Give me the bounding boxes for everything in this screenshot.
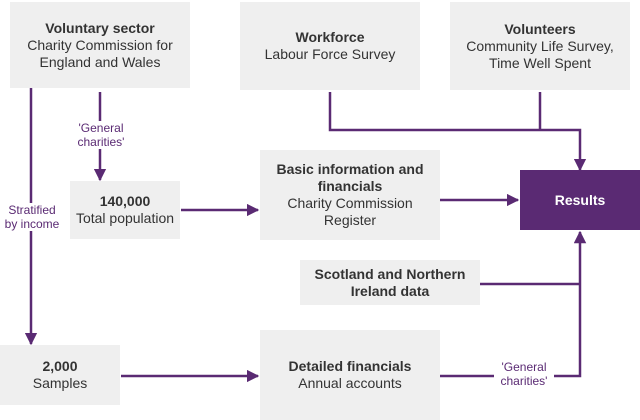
node-title: Volunteers	[504, 20, 576, 37]
node-title: Basic information and	[276, 161, 424, 177]
edge-label-line: by income	[4, 217, 60, 231]
node-title: Scotland and Northern	[314, 265, 466, 282]
node-text: Labour Force Survey	[264, 46, 396, 62]
node-title: 140,000	[99, 193, 151, 209]
node-text: Register	[323, 212, 377, 228]
node-scotland-northern-ireland: Scotland and Northern Ireland data	[300, 260, 480, 305]
node-workforce: Workforce Labour Force Survey	[240, 2, 420, 90]
node-title: Workforce	[295, 29, 365, 45]
edge-label-line: 'General	[78, 121, 124, 135]
edge-label-line: charities'	[77, 135, 125, 149]
node-title: Ireland data	[350, 282, 430, 299]
node-basic-information: Basic information and financials Charity…	[260, 150, 440, 240]
edge-label-general-charities-bottom: 'General charities'	[494, 360, 554, 388]
node-title: financials	[317, 178, 383, 194]
node-detailed-financials: Detailed financials Annual accounts	[260, 330, 440, 420]
node-text: Charity Commission	[287, 195, 413, 211]
node-text: Annual accounts	[298, 375, 402, 391]
node-text: Samples	[32, 375, 88, 391]
edge-label-stratified-by-income: Stratified by income	[2, 203, 62, 231]
node-text: England and Wales	[39, 53, 161, 70]
node-text: Time Well Spent	[489, 54, 591, 71]
node-voluntary-sector: Voluntary sector Charity Commission for …	[10, 2, 190, 88]
node-total-population: 140,000 Total population	[70, 181, 180, 239]
edge-label-general-charities-top: 'General charities'	[70, 121, 132, 149]
node-text: Community Life Survey,	[466, 37, 614, 54]
edge-detailed-to-results	[440, 230, 587, 378]
edge-label-line: Stratified	[8, 203, 56, 217]
node-samples: 2,000 Samples	[0, 345, 120, 405]
node-text: Total population	[75, 210, 175, 226]
node-text: Charity Commission for	[27, 36, 173, 53]
edge-workforce-to-results	[328, 92, 587, 172]
node-title: Results	[554, 191, 606, 208]
edge-label-line: charities'	[500, 374, 548, 388]
node-volunteers: Volunteers Community Life Survey, Time W…	[450, 2, 630, 90]
node-results: Results	[520, 170, 640, 230]
node-title: Voluntary sector	[45, 19, 155, 36]
node-title: 2,000	[42, 358, 78, 374]
node-title: Detailed financials	[288, 358, 412, 374]
edge-label-line: 'General	[501, 360, 547, 374]
